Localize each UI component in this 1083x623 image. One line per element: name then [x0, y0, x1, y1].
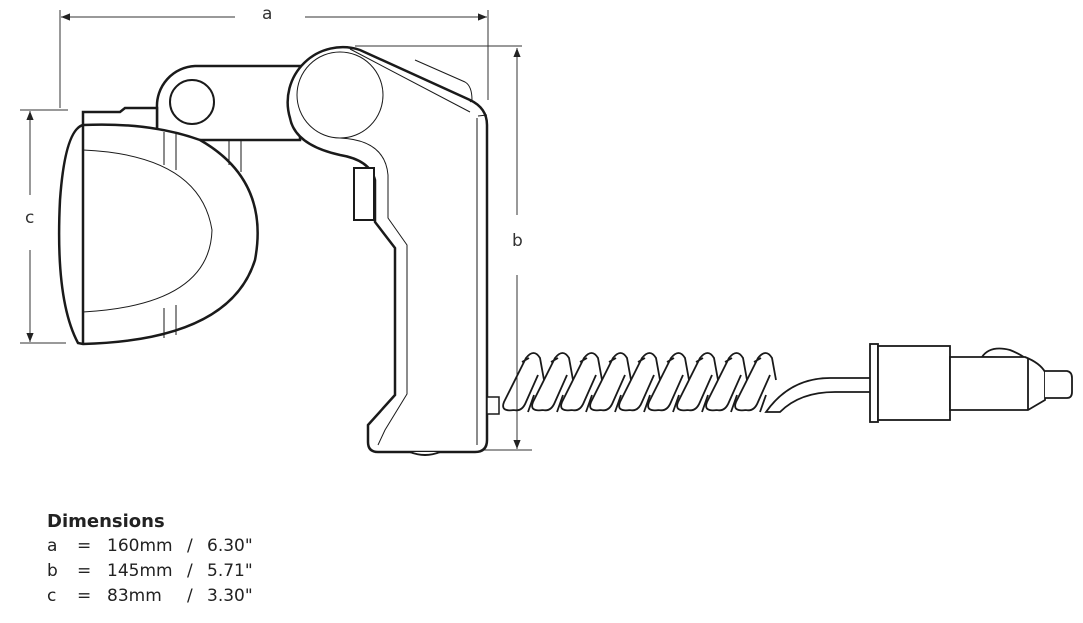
legend-mm: 160mm: [107, 536, 173, 556]
legend-key: c: [47, 586, 57, 606]
coil-loop: [647, 352, 690, 413]
dimension-label-b: b: [512, 231, 523, 251]
coil-loop: [618, 352, 661, 413]
dimensions-legend: Dimensions a = 160mm / 6.30" b = 145mm /…: [47, 510, 253, 609]
legend-sep: /: [187, 561, 193, 581]
lighter-plug: [869, 343, 1073, 423]
dimension-a: [59, 10, 489, 108]
legend-row-c: c = 83mm / 3.30": [47, 584, 253, 609]
legend-inch: 5.71": [207, 561, 253, 581]
legend-eq: =: [77, 586, 92, 606]
straight-cable: [764, 377, 873, 413]
legend-row-b: b = 145mm / 5.71": [47, 559, 253, 584]
legend-inch: 3.30": [207, 586, 253, 606]
legend-key: a: [47, 536, 58, 556]
coil-loop: [676, 352, 719, 413]
legend-sep: /: [187, 536, 193, 556]
coil-loop: [589, 352, 632, 413]
legend-mm: 83mm: [107, 586, 162, 606]
dimension-label-a: a: [262, 4, 273, 24]
dimension-c: [20, 109, 68, 344]
lamp-head: [57, 106, 259, 346]
coil-loop: [734, 352, 777, 413]
legend-eq: =: [77, 561, 92, 581]
handle: [286, 45, 500, 456]
mount-arm: [155, 64, 302, 142]
dimension-label-c: c: [25, 208, 35, 228]
legend-mm: 145mm: [107, 561, 173, 581]
legend-title: Dimensions: [47, 511, 165, 532]
coil-loop: [560, 352, 603, 413]
coil-loop: [531, 352, 574, 413]
coil-loop: [705, 352, 748, 413]
legend-key: b: [47, 561, 58, 581]
coiled-cable: [502, 352, 777, 413]
legend-row-a: a = 160mm / 6.30": [47, 534, 253, 559]
legend-eq: =: [77, 536, 92, 556]
legend-sep: /: [187, 586, 193, 606]
coil-loop: [502, 352, 545, 413]
legend-inch: 6.30": [207, 536, 253, 556]
